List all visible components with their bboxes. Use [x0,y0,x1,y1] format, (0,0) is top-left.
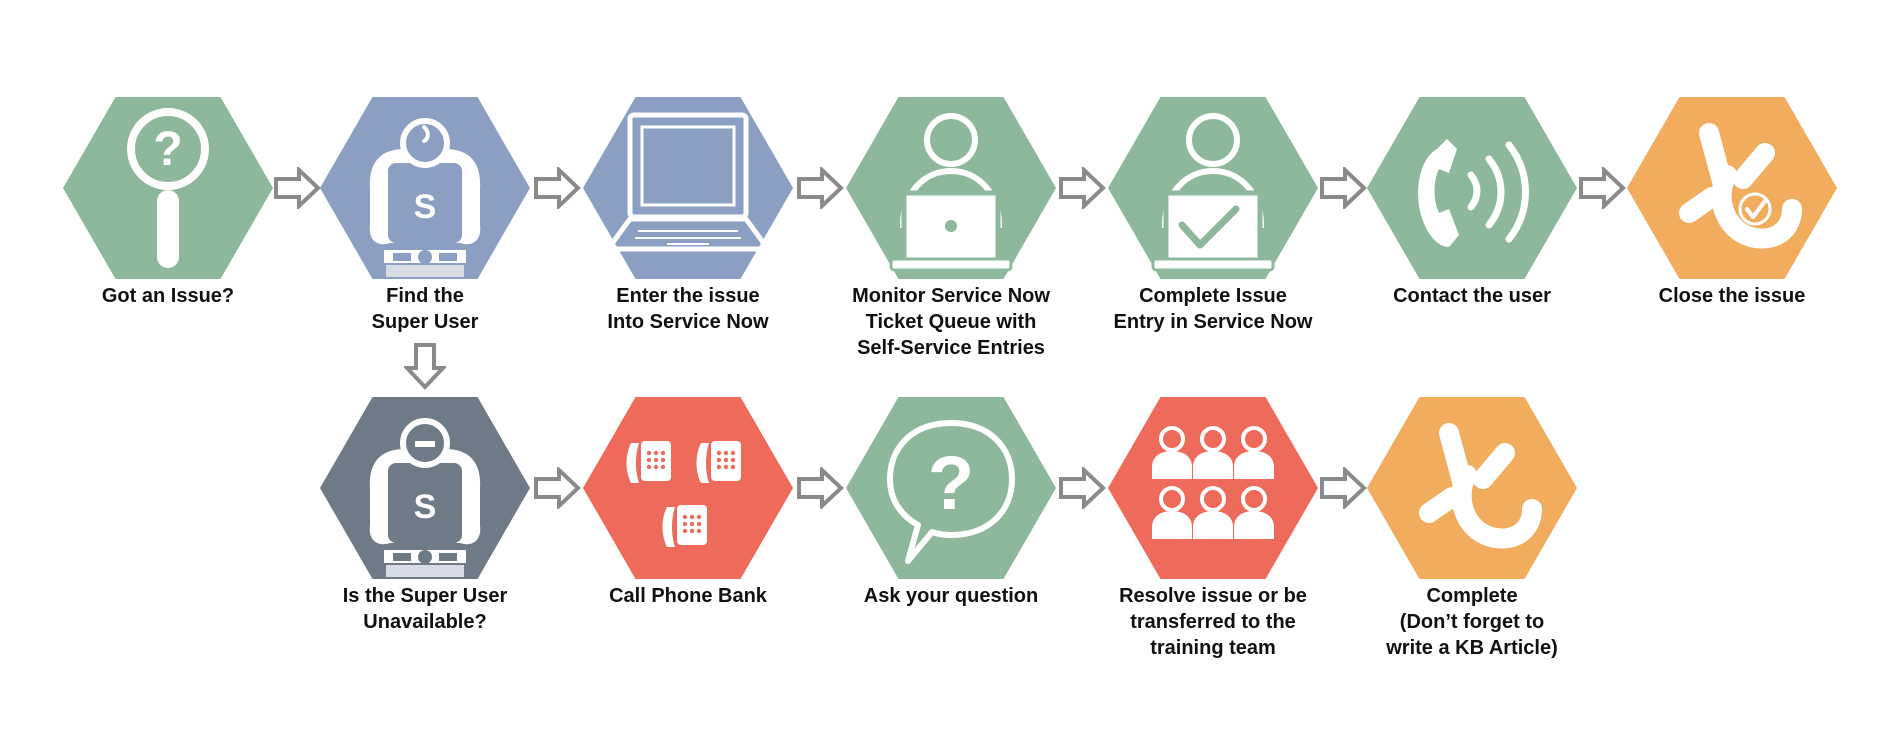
step-label: Contact the user [1337,283,1607,309]
step-label-line: Super User [371,311,479,333]
super-user-icon: S [320,97,530,279]
step-label: Ask your question [816,583,1086,609]
step-label: Complete (Don’t forget to write a KB Artic… [1337,583,1607,661]
step-label-line: Unavailable? [363,611,487,633]
super-user-unavailable-icon: S [320,397,530,579]
step-label-line: Is the Super User [342,585,508,607]
step-label-line: (Don’t forget to [1399,611,1545,633]
arrow-right-icon [1578,167,1626,209]
arrow-down-icon [404,342,446,390]
laptop-icon [583,97,793,279]
step-label-line: Call Phone Bank [609,585,767,607]
step-label-line: transferred to the [1130,611,1296,633]
step-label-line: Ticket Queue with [865,311,1037,333]
arrow-right-icon [1058,167,1106,209]
step-label: Call Phone Bank [553,583,823,609]
person-laptop-icon [846,97,1056,279]
step-label-line: Complete [1426,585,1518,607]
arrow-right-icon [796,167,844,209]
step-label-line: Into Service Now [607,311,769,333]
svg-text:?: ? [928,441,974,526]
step-label-line: Self-Service Entries [857,337,1045,359]
hand-complete-icon [1367,397,1577,579]
step-label-line: Contact the user [1393,285,1551,307]
phone-bank-icon [583,397,793,579]
step-label-line: write a KB Article) [1386,637,1558,659]
step-label-line: Entry in Service Now [1113,311,1313,333]
hand-check-icon [1627,97,1837,279]
step-label-line: Enter the issue [616,285,760,307]
arrow-right-icon [1319,167,1367,209]
step-label: Close the issue [1597,283,1867,309]
svg-text:S: S [414,188,437,226]
arrow-right-icon [273,167,321,209]
svg-text:S: S [414,488,437,526]
step-label: Resolve issue or be transferred to the tra… [1078,583,1348,661]
magnifier-question-icon: ? [63,97,273,279]
arrow-right-icon [796,467,844,509]
arrow-right-icon [533,467,581,509]
arrow-right-icon [533,167,581,209]
step-label-line: Close the issue [1658,285,1806,307]
arrow-right-icon [1319,467,1367,509]
speech-question-icon: ? [846,397,1056,579]
team-group-icon [1108,397,1318,579]
step-label-line: Complete Issue [1139,285,1287,307]
step-label-line: Resolve issue or be [1119,585,1307,607]
step-label-line: training team [1150,637,1276,659]
step-label-line: Got an Issue? [101,285,235,307]
svg-text:?: ? [153,123,182,176]
arrow-right-icon [1058,467,1106,509]
person-laptop-check-icon [1108,97,1318,279]
step-label-line: Find the [386,285,464,307]
phone-call-icon [1367,97,1577,279]
step-label: Got an Issue? [33,283,303,309]
step-label-line: Monitor Service Now [852,285,1050,307]
step-label-line: Ask your question [863,585,1039,607]
